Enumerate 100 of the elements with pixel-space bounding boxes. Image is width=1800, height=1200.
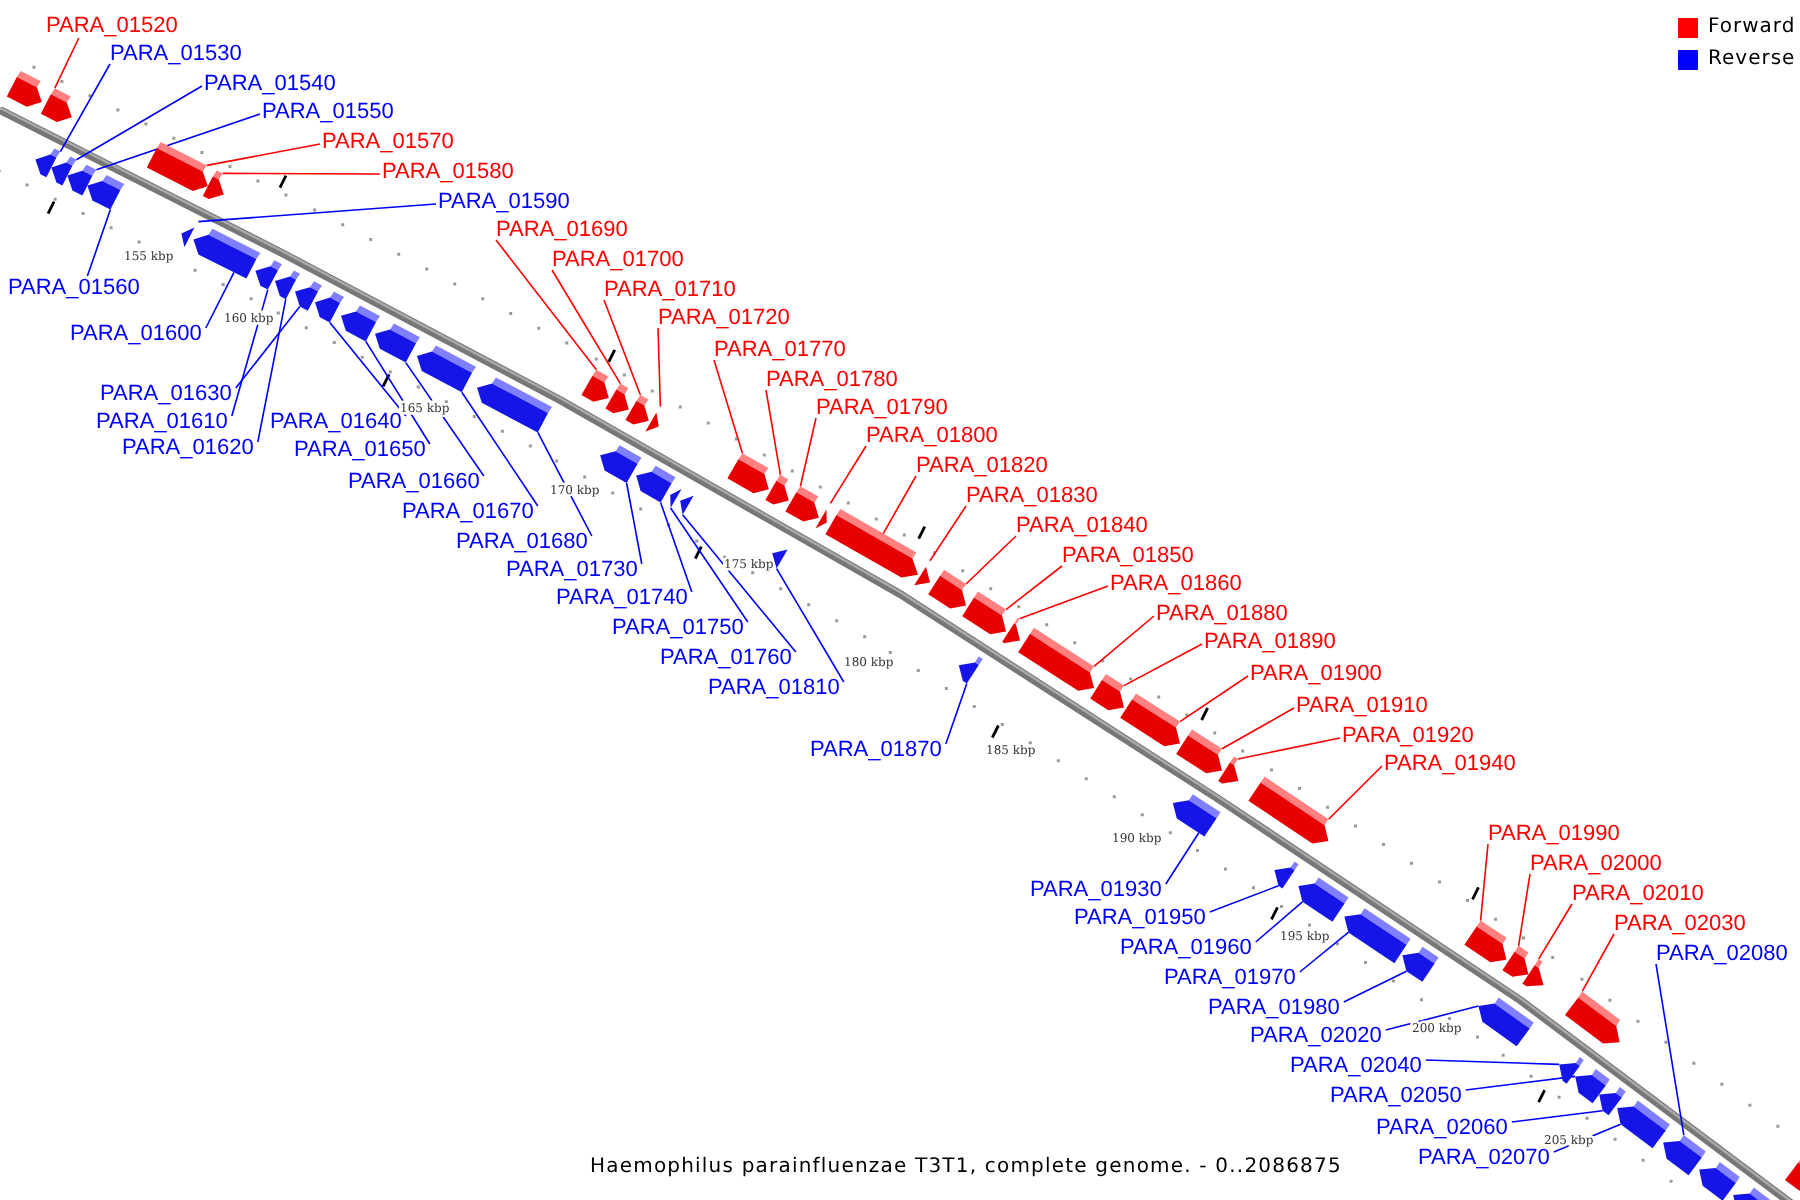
gene-label: PARA_02000	[1530, 852, 1662, 876]
gene-label: PARA_01780	[766, 368, 898, 392]
gene-segment	[51, 156, 77, 186]
gene-label: PARA_01820	[916, 454, 1048, 478]
gene-segment	[1218, 756, 1239, 784]
gene-label: PARA_02010	[1572, 882, 1704, 906]
leader-line	[329, 321, 407, 417]
gene-segment	[255, 260, 282, 290]
gene-segment	[1575, 1069, 1610, 1104]
gene-label: PARA_01830	[966, 484, 1098, 508]
leader-line	[775, 567, 845, 683]
leader-line	[1553, 1123, 1622, 1153]
leader-line	[537, 431, 593, 537]
leader-line	[713, 359, 744, 454]
gene-label: PARA_01630	[100, 382, 232, 406]
leader-line	[231, 288, 269, 417]
leader-line	[1385, 1005, 1480, 1031]
leader-line	[257, 298, 287, 443]
leader-line	[1511, 1110, 1604, 1123]
leader-line	[945, 682, 968, 745]
gene-label: PARA_01670	[402, 500, 534, 524]
gene-segment	[600, 445, 642, 483]
gene-segment	[87, 175, 125, 210]
gene-segment	[765, 474, 789, 505]
gene-label: PARA_01850	[1062, 544, 1194, 568]
gene-segment	[958, 656, 983, 684]
gene-label: PARA_02040	[1290, 1054, 1422, 1078]
gene-segment	[1018, 627, 1094, 691]
gene-segment	[1248, 776, 1329, 844]
leader-line	[603, 299, 642, 396]
gene-segment	[1565, 991, 1621, 1044]
gene-label: PARA_01890	[1204, 630, 1336, 654]
gene-segment	[1663, 1135, 1706, 1176]
leader-line	[625, 482, 643, 565]
leader-line	[659, 501, 693, 593]
gene-segment	[1617, 1100, 1670, 1149]
gene-segment	[605, 383, 629, 414]
gene-label: PARA_01980	[1208, 996, 1340, 1020]
leader-line	[551, 269, 622, 385]
leader-line	[1179, 675, 1249, 723]
leader-line	[235, 305, 301, 389]
gene-label: PARA_01610	[96, 410, 228, 434]
gene-segment	[1002, 617, 1020, 644]
gene-label: PARA_01940	[1384, 752, 1516, 776]
gene-segment	[772, 549, 788, 569]
gene-segment	[1502, 945, 1529, 977]
gene-label: PARA_01660	[348, 470, 480, 494]
gene-segment	[1733, 1187, 1774, 1200]
gene-label: PARA_01960	[1120, 936, 1252, 960]
gene-segment	[1172, 794, 1221, 837]
gene-segment	[815, 509, 827, 529]
gene-label: PARA_01950	[1074, 906, 1206, 930]
gene-segment	[417, 345, 476, 393]
gene-segment	[35, 148, 61, 178]
leader-line	[681, 514, 797, 653]
leader-line	[1425, 1059, 1560, 1066]
gene-label: PARA_01970	[1164, 966, 1296, 990]
gene-segment	[275, 270, 300, 300]
legend-label: Forward	[1708, 16, 1796, 38]
leader-line	[1093, 615, 1155, 668]
gene-segment	[1274, 861, 1299, 889]
leader-line	[59, 63, 111, 153]
gene-segment	[1120, 693, 1180, 747]
gene-segment	[6, 71, 42, 107]
gene-segment	[825, 509, 918, 578]
gene-label: PARA_01690	[496, 218, 628, 242]
gene-segment	[295, 281, 322, 311]
gene-label: PARA_01600	[70, 322, 202, 346]
leader-line	[965, 535, 1017, 585]
gene-segment	[67, 164, 97, 196]
leader-line	[205, 271, 235, 329]
gene-label: PARA_01990	[1488, 822, 1620, 846]
gene-segment	[202, 170, 224, 199]
gene-segment	[680, 495, 694, 515]
gene-label: PARA_01710	[604, 278, 736, 302]
leader-line	[799, 417, 817, 487]
leader-line	[669, 507, 749, 623]
leader-line	[197, 203, 437, 223]
gene-label: PARA_01810	[708, 676, 840, 700]
gene-segment	[670, 489, 682, 508]
gene-segment	[181, 227, 195, 248]
gene-segment	[193, 228, 261, 279]
gene-segment	[1402, 946, 1439, 982]
gene-segment	[636, 465, 676, 503]
leader-line	[1537, 903, 1573, 960]
gene-segment	[727, 453, 769, 494]
gene-label: PARA_01870	[810, 738, 942, 762]
gene-label: PARA_01860	[1110, 572, 1242, 596]
leader-line	[829, 445, 867, 505]
gene-segment	[341, 305, 380, 342]
leader-line	[1517, 873, 1531, 947]
caption: Haemophilus parainfluenzae T3T1, complete genome. - 0..2086875	[590, 1156, 1342, 1178]
gene-label: PARA_01880	[1156, 602, 1288, 626]
leader-line	[86, 208, 112, 277]
gene-label: PARA_02050	[1330, 1084, 1462, 1108]
leader-line	[1209, 885, 1280, 913]
leader-line	[95, 113, 261, 171]
leader-line	[1123, 643, 1203, 687]
gene-label: PARA_01750	[612, 616, 744, 640]
gene-segment	[1559, 1057, 1584, 1084]
